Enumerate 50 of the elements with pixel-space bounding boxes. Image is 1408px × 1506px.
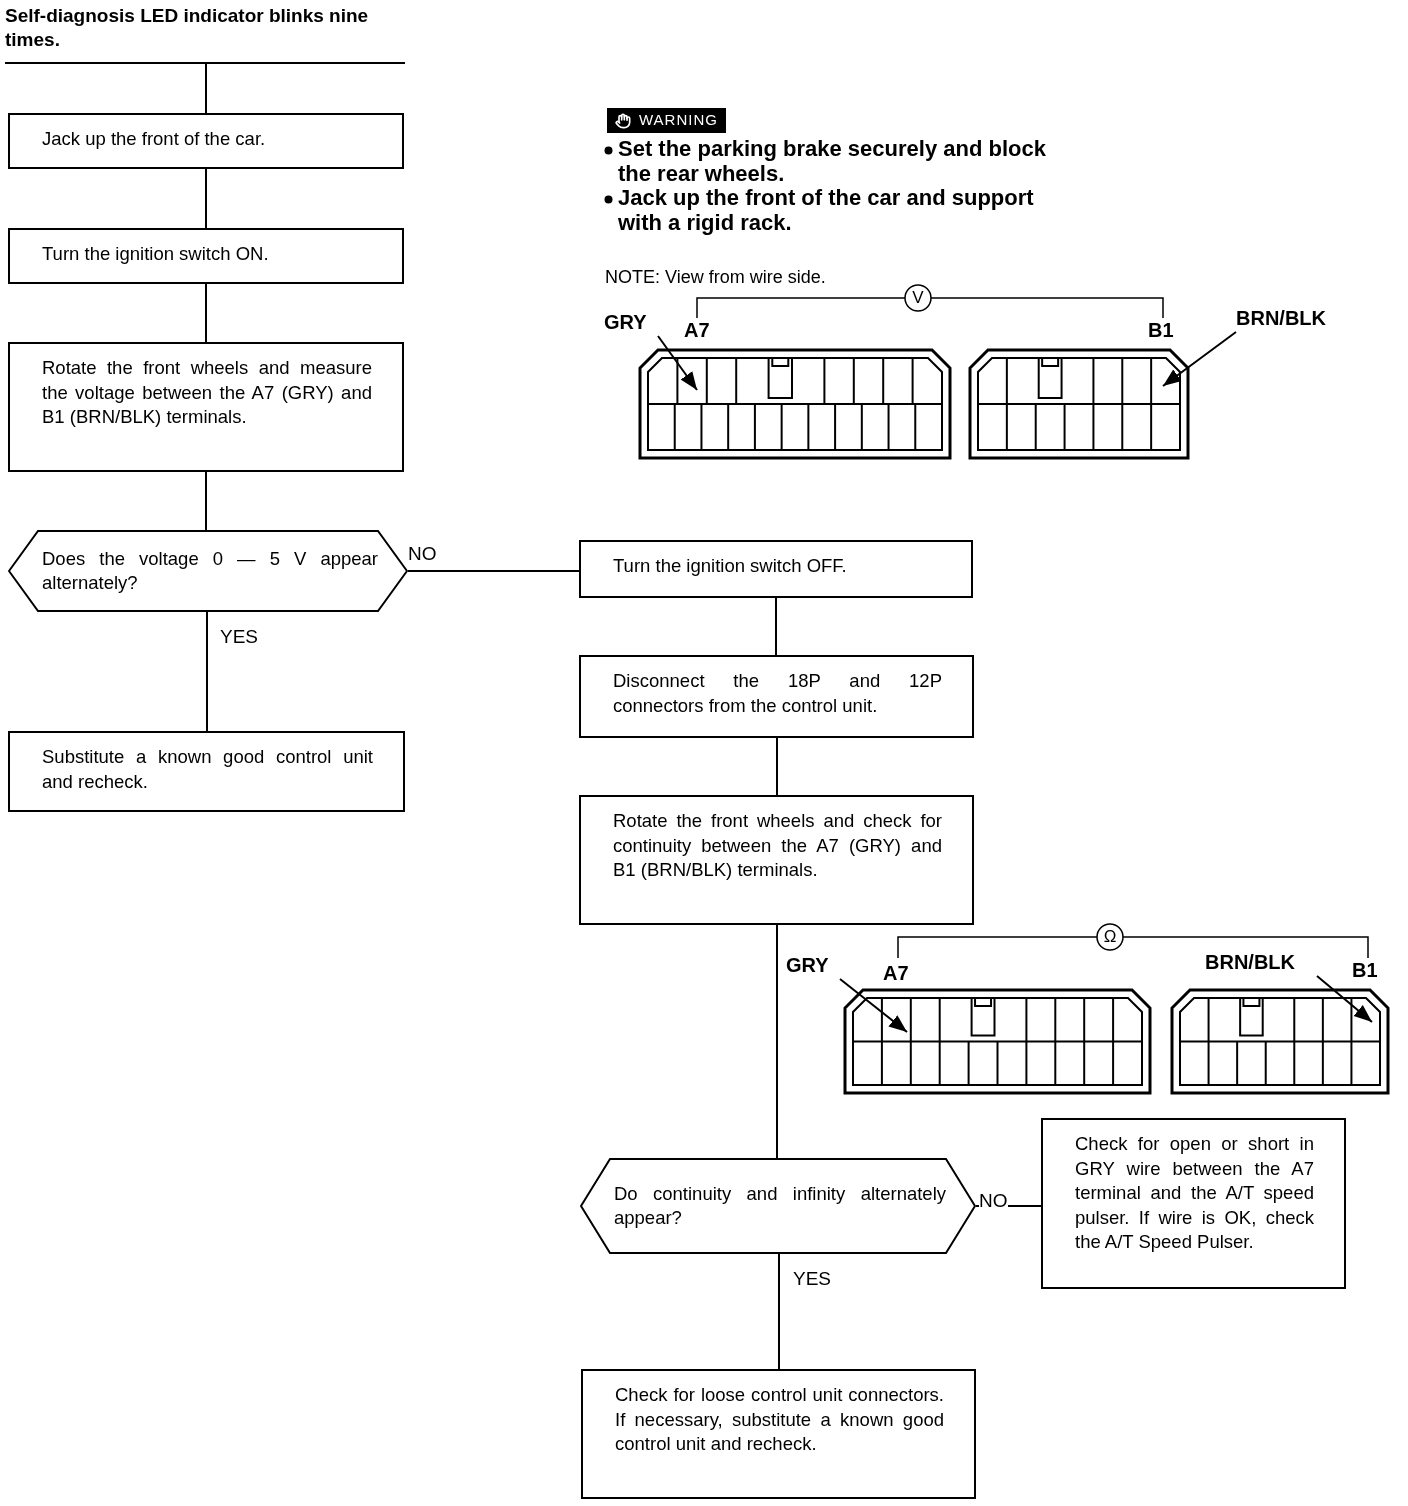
connector-line xyxy=(205,471,207,531)
connector-line xyxy=(778,1253,780,1370)
step-text: Check for loose control unit connectors. If necessary, substitute a known good control unit and recheck. xyxy=(615,1383,944,1456)
step-text: Substitute a known good control unit and recheck. xyxy=(42,745,373,794)
process-box xyxy=(8,342,404,472)
connector-line xyxy=(206,611,208,732)
terminal-label: B1 xyxy=(1148,318,1174,342)
connector-line xyxy=(776,924,778,1159)
connector-line xyxy=(775,597,777,656)
process-box xyxy=(579,540,973,598)
process-box xyxy=(8,731,405,812)
connector-line xyxy=(205,168,207,229)
step-text: Jack up the front of the car. xyxy=(42,127,267,151)
leader-line xyxy=(1316,975,1373,1023)
process-box xyxy=(8,228,404,284)
leader-line xyxy=(1162,331,1237,387)
heading: Self-diagnosis LED indicator blinks nine times. xyxy=(5,4,370,52)
meter-symbol: Ω xyxy=(1102,927,1118,947)
connector-line xyxy=(205,283,207,343)
wire-label: BRN/BLK xyxy=(1236,306,1327,330)
connector-line xyxy=(776,737,778,796)
connector-line xyxy=(205,63,207,114)
step-text: Do continuity and infinity alternately appear? xyxy=(614,1181,946,1230)
terminal-label: A7 xyxy=(684,318,710,342)
step-text: Check for open or short in GRY wire between the A7 terminal and the A/T speed pulser. If wire is OK, check the A/T Speed Pulser. xyxy=(1075,1132,1314,1254)
decision-hexagon xyxy=(8,530,408,612)
step-text: Turn the ignition switch ON. xyxy=(42,242,270,266)
warning-text: Jack up the front of the car and support with a rigid rack. xyxy=(604,185,1054,235)
meter-symbol: V xyxy=(911,288,925,308)
decision-hexagon xyxy=(580,1158,976,1254)
terminal-label: B1 xyxy=(1352,958,1378,982)
step-text: Does the voltage 0 — 5 V appear alternately? xyxy=(42,546,378,595)
wire-label: BRN/BLK xyxy=(1205,950,1296,974)
step-text: Rotate the front wheels and measure the voltage between the A7 (GRY) and B1 (BRN/BLK) terminals. xyxy=(42,356,372,429)
process-box xyxy=(579,655,974,738)
wire-label: GRY xyxy=(786,953,830,977)
step-text: Disconnect the 18P and 12P connectors from the control unit. xyxy=(613,669,942,718)
step-text: Turn the ignition switch OFF. xyxy=(613,554,848,578)
leader-line xyxy=(657,335,698,391)
process-box xyxy=(579,795,974,925)
warning-text: Set the parking brake securely and block the rear wheels. xyxy=(604,136,1054,186)
warning-badge: WARNING xyxy=(607,108,726,133)
process-box xyxy=(8,113,404,169)
process-box xyxy=(581,1369,976,1499)
connector-line xyxy=(407,570,580,572)
note-text: NOTE: View from wire side. xyxy=(605,266,826,289)
process-box xyxy=(1041,1118,1346,1289)
wire-label: GRY xyxy=(604,310,648,334)
terminal-label: A7 xyxy=(883,961,909,985)
step-text: Rotate the front wheels and check for continuity between the A7 (GRY) and B1 (BRN/BLK) terminals. xyxy=(613,809,942,882)
